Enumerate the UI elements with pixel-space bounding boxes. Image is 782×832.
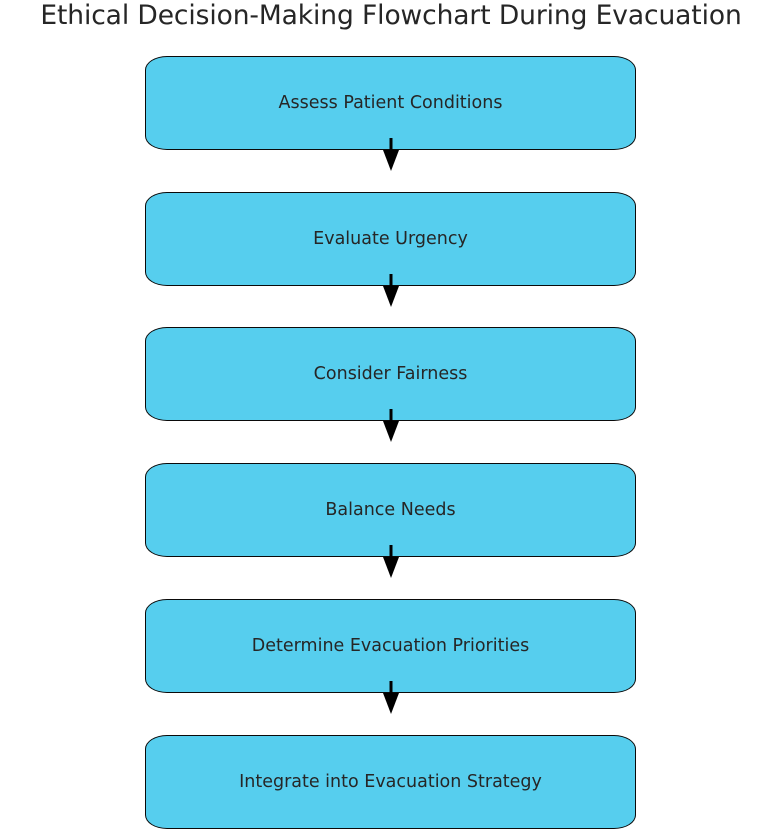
step-node-evaluate-urgency: Evaluate Urgency bbox=[145, 192, 636, 286]
step-node-balance-needs: Balance Needs bbox=[145, 463, 636, 557]
step-label: Consider Fairness bbox=[313, 364, 468, 384]
step-label: Balance Needs bbox=[325, 500, 456, 520]
diagram-title: Ethical Decision-Making Flowchart During… bbox=[40, 0, 742, 31]
step-label: Assess Patient Conditions bbox=[278, 93, 503, 113]
step-label: Determine Evacuation Priorities bbox=[251, 636, 530, 656]
step-node-consider-fairness: Consider Fairness bbox=[145, 327, 636, 421]
step-label: Integrate into Evacuation Strategy bbox=[239, 772, 542, 792]
step-node-integrate-into-evacuation-strategy: Integrate into Evacuation Strategy bbox=[145, 735, 636, 829]
step-node-assess-patient-conditions: Assess Patient Conditions bbox=[145, 56, 636, 150]
step-node-determine-evacuation-priorities: Determine Evacuation Priorities bbox=[145, 599, 636, 693]
step-label: Evaluate Urgency bbox=[313, 229, 468, 249]
